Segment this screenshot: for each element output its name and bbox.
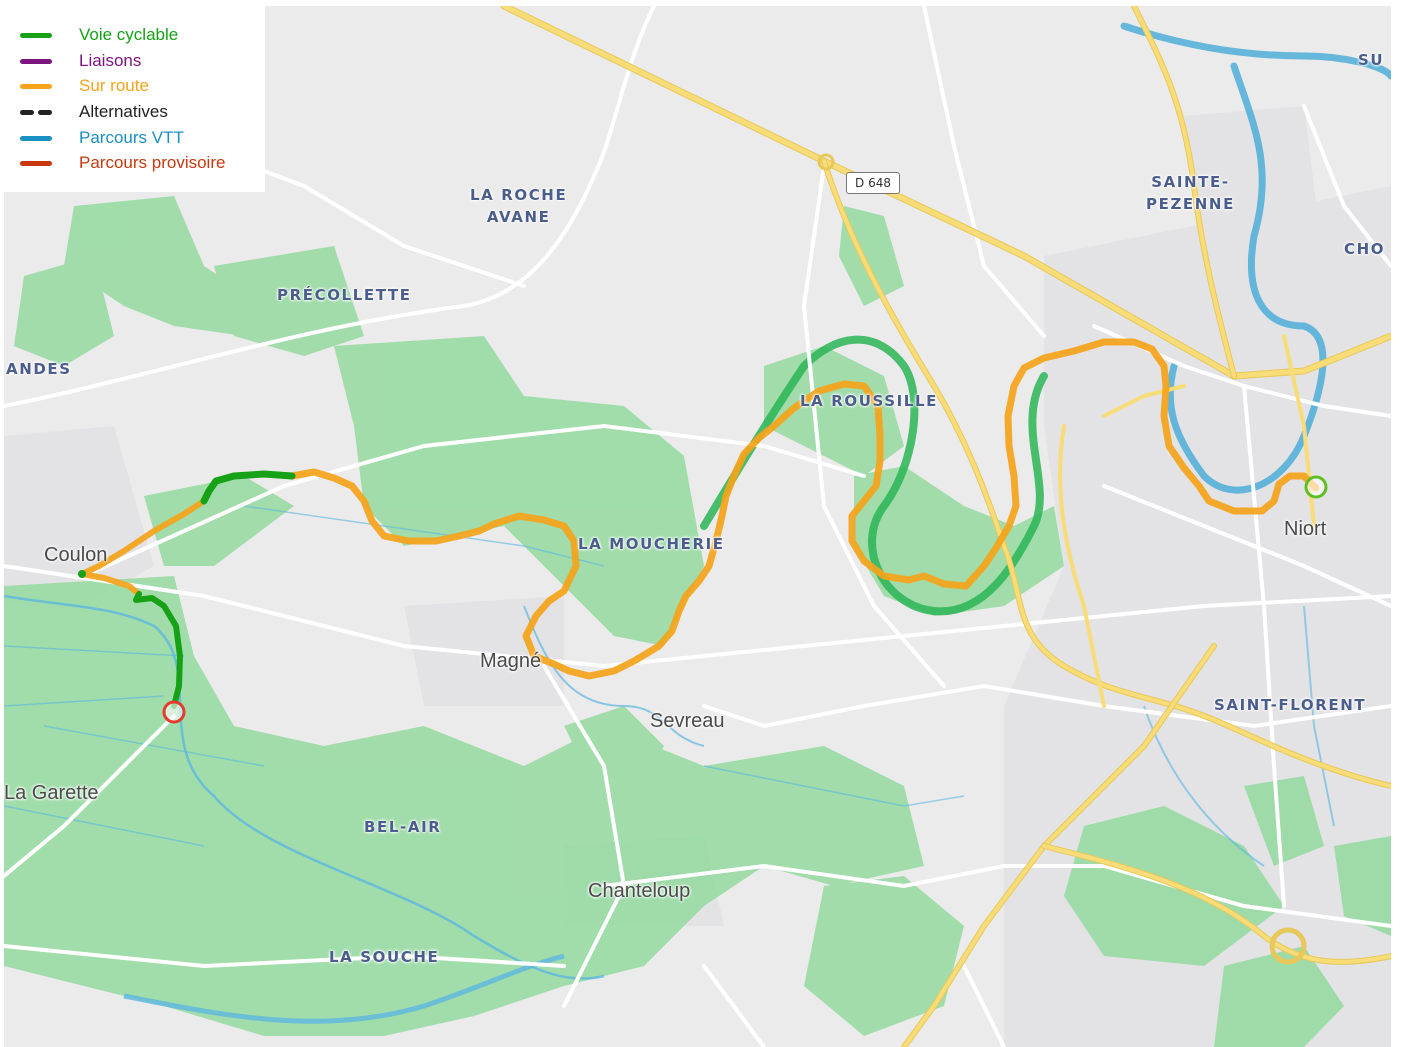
legend-item-sur-route[interactable]: Sur route (20, 74, 149, 98)
place-la-roussille: LA ROUSSILLE (800, 392, 938, 410)
town-sevreau: Sevreau (650, 710, 725, 732)
legend-label: Sur route (79, 76, 149, 95)
legend-item-voie-cyclable[interactable]: Voie cyclable (20, 23, 178, 47)
legend-swatch (20, 58, 52, 64)
legend-swatch (20, 83, 52, 89)
map-legend: Voie cyclable Liaisons Sur route Alterna… (0, 0, 265, 192)
place-la-roche-avane: LA ROCHE AVANE (470, 186, 568, 226)
waterways (4, 505, 1335, 1024)
roundabout (817, 153, 835, 171)
legend-swatch-dashed (20, 109, 52, 115)
legend-item-liaisons[interactable]: Liaisons (20, 49, 141, 73)
end-marker[interactable] (162, 700, 186, 724)
roundabout (1269, 927, 1307, 965)
legend-label: Parcours provisoire (79, 153, 226, 172)
legend-label: Alternatives (79, 102, 168, 121)
town-coulon: Coulon (44, 544, 108, 566)
forest-areas (4, 196, 1391, 1047)
town-magne: Magné (480, 650, 542, 672)
map-layers (4, 6, 1391, 1047)
legend-swatch (20, 135, 52, 141)
town-chanteloup: Chanteloup (588, 880, 691, 902)
river-sevre (700, 335, 1048, 616)
legend-item-parcours-vtt[interactable]: Parcours VTT (20, 126, 184, 150)
place-la-souche: LA SOUCHE (329, 948, 440, 966)
legend-label: Parcours VTT (79, 128, 184, 147)
map-canvas[interactable]: D 648 LA ROCHE AVANE PRÉCOLLETTE ANDES L… (4, 6, 1391, 1047)
legend-swatch (20, 160, 52, 166)
route-voie-cyclable[interactable] (200, 470, 296, 505)
place-saint-florent: SAINT-FLORENT (1214, 696, 1367, 714)
town-niort: Niort (1284, 518, 1327, 540)
route-sur-route[interactable] (79, 498, 207, 597)
place-precollette: PRÉCOLLETTE (277, 286, 412, 304)
place-cho: CHO (1344, 240, 1386, 258)
place-bel-air: BEL-AIR (364, 818, 442, 836)
route-sur-route[interactable] (288, 338, 1320, 680)
place-sainte-pezenne: SAINTE- PEZENNE (1146, 173, 1235, 213)
start-marker[interactable] (1304, 475, 1328, 499)
legend-label: Voie cyclable (79, 25, 179, 44)
minor-roads (4, 6, 1391, 1047)
legend-label: Liaisons (79, 51, 142, 70)
major-roads (500, 6, 1391, 1047)
route-start-dot (78, 570, 86, 578)
place-la-moucherie: LA MOUCHERIE (578, 535, 725, 553)
legend-item-parcours-provisoire[interactable]: Parcours provisoire (20, 151, 225, 175)
route-voie-cyclable[interactable] (133, 591, 183, 709)
legend-swatch (20, 32, 52, 38)
road-label-d648: D 648 (846, 172, 900, 194)
legend-item-alternatives[interactable]: Alternatives (20, 100, 168, 124)
place-su: SU (1358, 51, 1385, 69)
town-la-garette: La Garette (4, 782, 99, 804)
place-andes: ANDES (6, 360, 72, 378)
